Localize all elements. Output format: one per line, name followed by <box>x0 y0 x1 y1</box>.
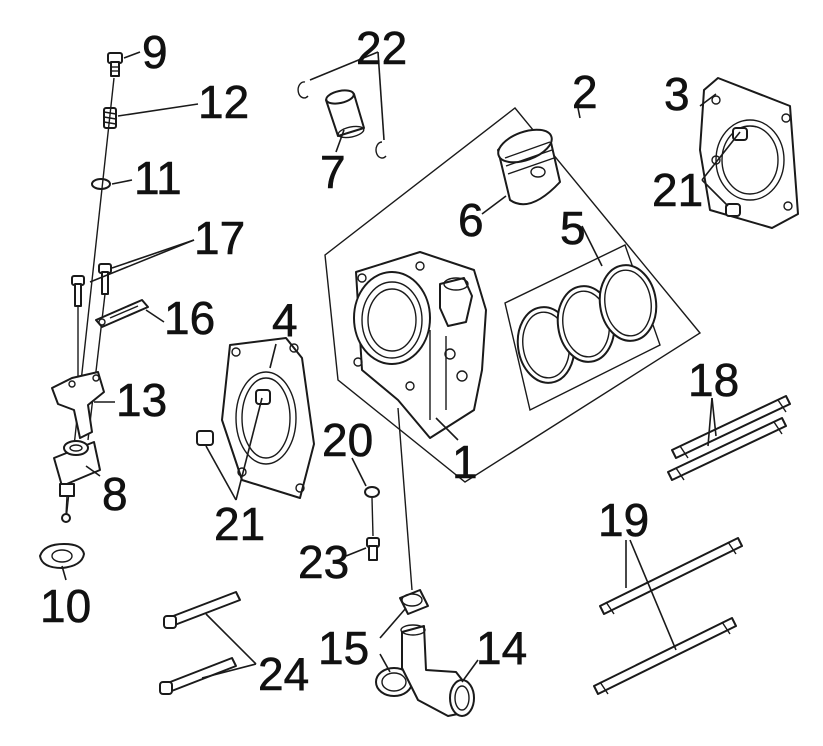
callout-5: 5 <box>560 202 586 254</box>
callout-21a: 21 <box>652 164 703 216</box>
callout-labels: 9 12 11 17 16 13 8 10 22 7 2 6 5 3 21 4 … <box>40 22 740 701</box>
callout-13: 13 <box>116 374 167 426</box>
part-6-piston[interactable] <box>494 123 561 206</box>
part-10-gasket[interactable] <box>39 543 85 569</box>
part-14-elbow-hose[interactable] <box>400 624 475 717</box>
part-16-gasket[interactable] <box>95 299 149 328</box>
part-11-washer[interactable] <box>91 178 111 190</box>
part-24-bolts[interactable] <box>159 591 241 695</box>
callout-1: 1 <box>452 436 478 488</box>
part-15-hose-clamps[interactable] <box>375 589 429 697</box>
part-12-spring[interactable] <box>103 107 117 129</box>
part-9-bolt[interactable] <box>107 52 123 77</box>
part-19-studs[interactable] <box>593 537 743 695</box>
part-22-circlips[interactable] <box>297 81 387 159</box>
callout-12: 12 <box>198 76 249 128</box>
callout-7: 7 <box>320 146 346 198</box>
cylinder-assembly-frame <box>324 107 702 483</box>
callout-16: 16 <box>164 292 215 344</box>
assembly-axis-20-23 <box>371 497 374 537</box>
callout-22: 22 <box>356 22 407 74</box>
callout-2: 2 <box>572 66 598 118</box>
part-5-piston-rings[interactable] <box>513 261 661 386</box>
piston-ring-set-frame <box>504 244 661 412</box>
assembly-axis-hose <box>397 407 413 591</box>
leader-lines <box>61 51 741 683</box>
callout-24: 24 <box>258 648 309 700</box>
callout-17: 17 <box>194 212 245 264</box>
part-1-cylinder[interactable] <box>353 251 487 439</box>
part-4-base-gasket[interactable] <box>196 337 315 499</box>
part-18-studs[interactable] <box>667 395 791 481</box>
callout-19: 19 <box>598 494 649 546</box>
callout-3: 3 <box>664 68 690 120</box>
callout-14: 14 <box>476 622 527 674</box>
callout-23: 23 <box>298 536 349 588</box>
part-13-bracket[interactable] <box>51 371 105 439</box>
part-20-washer[interactable] <box>364 486 380 498</box>
callout-20: 20 <box>322 414 373 466</box>
part-3-head-gasket[interactable] <box>699 77 799 229</box>
callout-21b: 21 <box>214 498 265 550</box>
part-8-chain-tensioner[interactable] <box>53 440 101 523</box>
callout-18: 18 <box>688 354 739 406</box>
callout-11: 11 <box>134 152 182 204</box>
callout-9: 9 <box>142 26 168 78</box>
callout-15: 15 <box>318 622 369 674</box>
callout-10: 10 <box>40 580 91 632</box>
callout-4: 4 <box>272 294 298 346</box>
callout-8: 8 <box>102 468 128 520</box>
part-7-piston-pin[interactable] <box>325 88 365 139</box>
part-23-bolt[interactable] <box>366 537 380 561</box>
callout-6: 6 <box>458 194 484 246</box>
